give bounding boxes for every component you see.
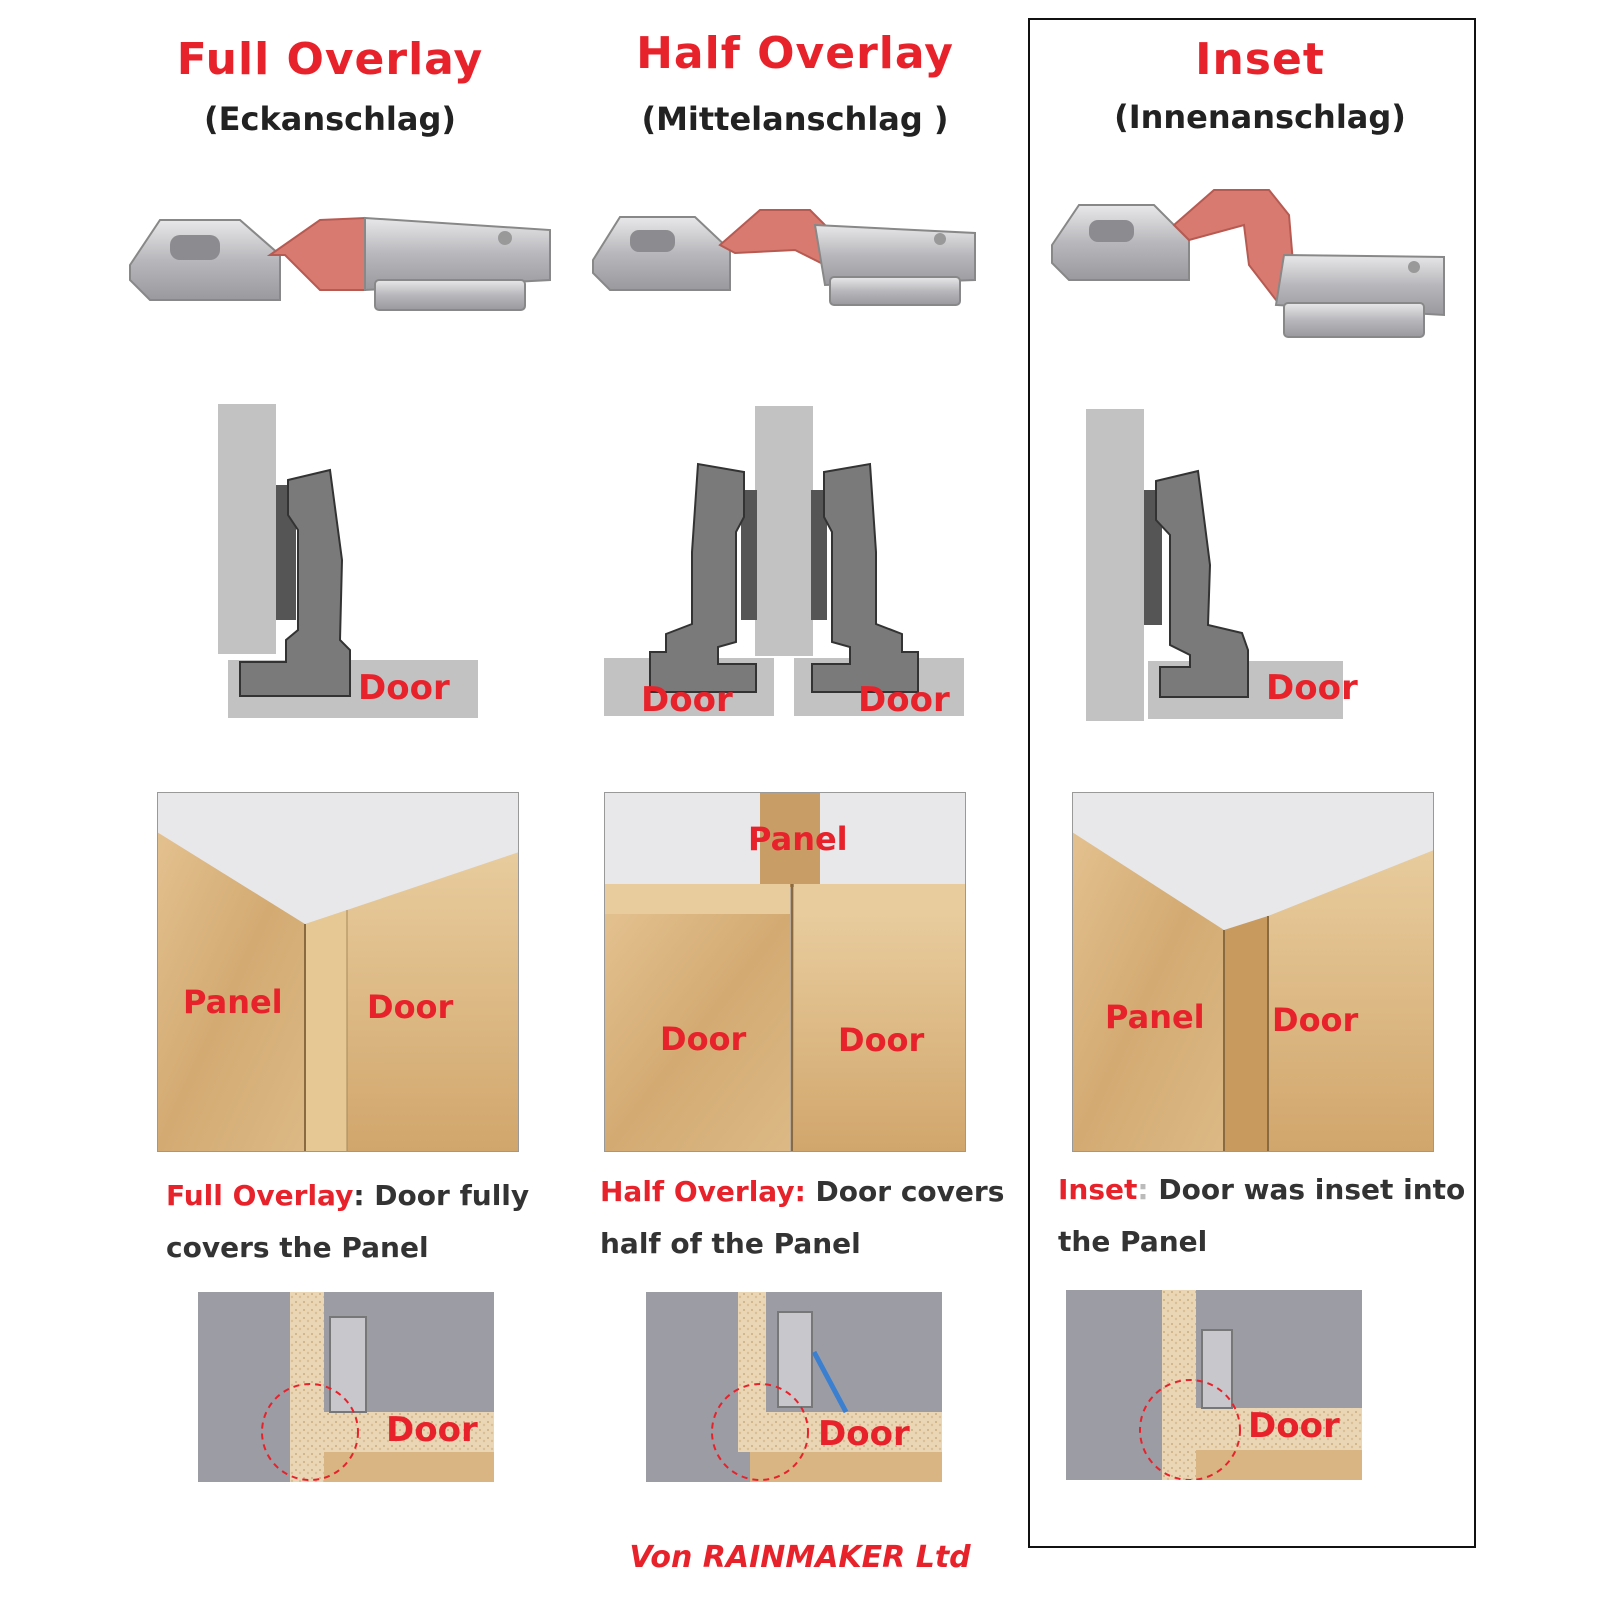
- mini-label-door: Door: [818, 1414, 910, 1454]
- diagram-label-door-left: Door: [641, 680, 733, 720]
- column-subtitle: (Innenanschlag): [1114, 98, 1406, 136]
- caption-full-overlay: Full Overlay: Door fully covers the Pane…: [166, 1170, 586, 1274]
- mini-photo-full-overlay: [198, 1292, 494, 1482]
- caption-separator: :: [794, 1175, 806, 1208]
- hinge-photo-half-overlay: [585, 205, 985, 315]
- photo-label-door-left: Door: [660, 1020, 747, 1058]
- caption-highlight: Half Overlay: [600, 1175, 795, 1208]
- caption-highlight: Full Overlay: [166, 1179, 354, 1212]
- column-title: Inset: [1195, 34, 1325, 85]
- wood-photo-inset: [1072, 792, 1434, 1152]
- photo-label-door: Door: [367, 988, 454, 1026]
- column-full-overlay: Full Overlay (Eckanschlag) Door: [100, 0, 560, 1600]
- diagram-inset: [1080, 405, 1350, 725]
- diagram-full-overlay: [210, 400, 480, 720]
- mini-label-door: Door: [1248, 1406, 1340, 1446]
- caption-separator: :: [1137, 1173, 1149, 1206]
- diagram-half-overlay: [600, 402, 970, 722]
- caption-inset: Inset: Door was inset into the Panel: [1058, 1164, 1478, 1268]
- caption-line-2: the Panel: [1058, 1225, 1208, 1258]
- column-subtitle: (Eckanschlag): [204, 100, 456, 138]
- photo-label-panel: Panel: [1105, 998, 1205, 1036]
- photo-label-door-right: Door: [838, 1021, 925, 1059]
- caption-line-1: Door was inset into: [1148, 1173, 1466, 1206]
- diagram-label-door: Door: [358, 668, 450, 708]
- mini-photo-half-overlay: [646, 1292, 942, 1482]
- photo-label-door: Door: [1272, 1001, 1359, 1039]
- credit-text: Von RAINMAKER Ltd: [629, 1540, 971, 1575]
- hinge-photo-inset: [1044, 185, 1464, 345]
- column-half-overlay: Half Overlay (Mittelanschlag ) Door Door: [565, 0, 1025, 1600]
- inset-highlight-frame: [1028, 18, 1476, 1548]
- mini-label-door: Door: [386, 1410, 478, 1450]
- caption-separator: :: [353, 1179, 365, 1212]
- caption-half-overlay: Half Overlay: Door covers half of the Pa…: [600, 1166, 1020, 1270]
- diagram-label-door: Door: [1266, 668, 1358, 708]
- column-title: Half Overlay: [636, 28, 954, 79]
- caption-line-1: Door covers: [805, 1175, 1005, 1208]
- column-subtitle: (Mittelanschlag ): [641, 100, 949, 138]
- caption-highlight: Inset: [1058, 1173, 1138, 1206]
- caption-line-2: half of the Panel: [600, 1227, 861, 1260]
- cabinet-panel: [1086, 409, 1144, 721]
- column-title: Full Overlay: [176, 34, 484, 85]
- photo-label-panel: Panel: [748, 820, 848, 858]
- cabinet-panel: [218, 404, 276, 654]
- caption-line-1: Door fully: [364, 1179, 530, 1212]
- caption-line-2: covers the Panel: [166, 1231, 429, 1264]
- wood-photo-full-overlay: [157, 792, 519, 1152]
- cabinet-panel: [755, 406, 813, 656]
- hinge-photo-full-overlay: [120, 210, 560, 320]
- mini-photo-inset: [1066, 1290, 1362, 1480]
- wood-photo-half-overlay: [604, 792, 966, 1152]
- photo-label-panel: Panel: [183, 983, 283, 1021]
- diagram-label-door-right: Door: [858, 680, 950, 720]
- column-inset: Inset (Innenanschlag) Door: [1030, 0, 1490, 1600]
